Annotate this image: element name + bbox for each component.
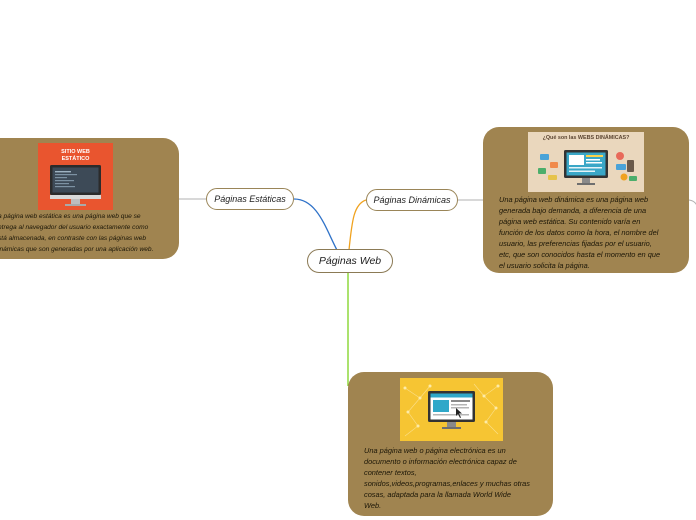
static-site-illustration: SITIO WEB ESTÁTICO (38, 143, 113, 210)
branch-node-paginas-estaticas[interactable]: Páginas Estáticas (206, 188, 294, 210)
central-node-label: Páginas Web (318, 255, 382, 267)
connector-central-to-dynamic (348, 199, 367, 251)
definition-card-text: Una página web o página electrónica es u… (364, 446, 530, 510)
branch-node-paginas-dinamicas[interactable]: Páginas Dinámicas (366, 189, 458, 211)
dynamic-web-illustration: ¿Qué son las WEBS DINÁMICAS? (528, 132, 644, 192)
dynamic-card-text: Una página web dinámica es una página we… (499, 195, 661, 270)
static-site-image-title: SITIO WEB ESTÁTICO (61, 149, 90, 162)
monitor-icon (538, 150, 637, 185)
connector-central-to-static (293, 198, 339, 253)
branch-label-static: Páginas Estáticas (214, 194, 286, 204)
branch-label-dynamic: Páginas Dinámicas (373, 195, 451, 205)
card-dynamic-pages[interactable]: ¿Qué son las WEBS DINÁMICAS? Una página … (483, 127, 689, 273)
connector-dynamic-card-offscreen (687, 199, 696, 205)
web-page-illustration (400, 378, 503, 441)
central-node-paginas-web[interactable]: Páginas Web (307, 249, 393, 273)
card-static-pages[interactable]: SITIO WEB ESTÁTICO a página web estática… (0, 138, 179, 259)
dynamic-image-title: ¿Qué son las WEBS DINÁMICAS? (542, 135, 630, 141)
monitor-icon (403, 383, 500, 437)
card-definition[interactable]: Una página web o página electrónica es u… (348, 372, 553, 516)
monitor-icon (50, 165, 101, 206)
static-card-text: a página web estática es una página web … (0, 213, 154, 253)
